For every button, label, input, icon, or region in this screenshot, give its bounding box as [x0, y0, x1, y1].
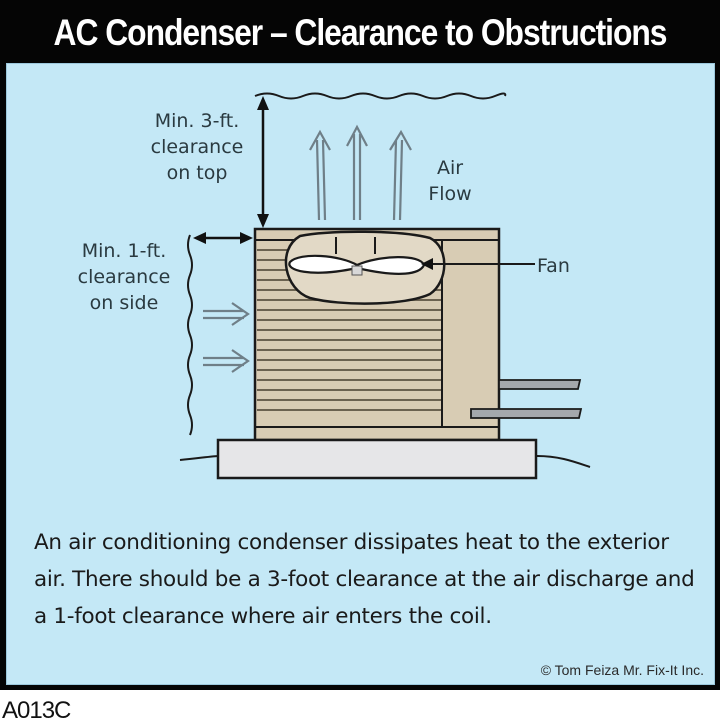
side-clearance-arrow-icon	[193, 232, 253, 244]
concrete-pad	[216, 438, 538, 480]
air-flow-label: Air Flow	[412, 155, 488, 207]
top-clearance-line-2: clearance	[150, 136, 244, 158]
top-clearance-label: Min. 3-ft. clearance on top	[134, 108, 260, 186]
diagram-title: AC Condenser – Clearance to Obstructions	[53, 12, 668, 53]
caption-text: An air conditioning condenser dissipates…	[34, 530, 695, 629]
refrigerant-pipes	[470, 379, 583, 419]
airflow-up-arrows-icon	[309, 124, 412, 221]
copyright-notice: © Tom Feiza Mr. Fix-It Inc.	[540, 662, 704, 678]
figure-code: A013C	[2, 697, 71, 724]
side-clearance-label: Min. 1-ft. clearance on side	[62, 238, 186, 316]
side-obstruction-line	[187, 234, 193, 436]
top-clearance-line-1: Min. 3-ft.	[154, 110, 240, 132]
side-clearance-line-1: Min. 1-ft.	[81, 240, 167, 262]
side-clearance-line-3: on side	[89, 292, 159, 314]
fan-label: Fan	[537, 255, 570, 277]
air-flow-line-2: Flow	[428, 183, 472, 205]
side-clearance-line-2: clearance	[77, 266, 171, 288]
airflow-side-arrows-icon	[203, 302, 250, 373]
air-flow-line-1: Air	[436, 157, 464, 179]
top-clearance-line-3: on top	[166, 162, 228, 184]
top-obstruction-line	[254, 92, 507, 100]
top-clearance-arrow-icon	[257, 96, 269, 228]
